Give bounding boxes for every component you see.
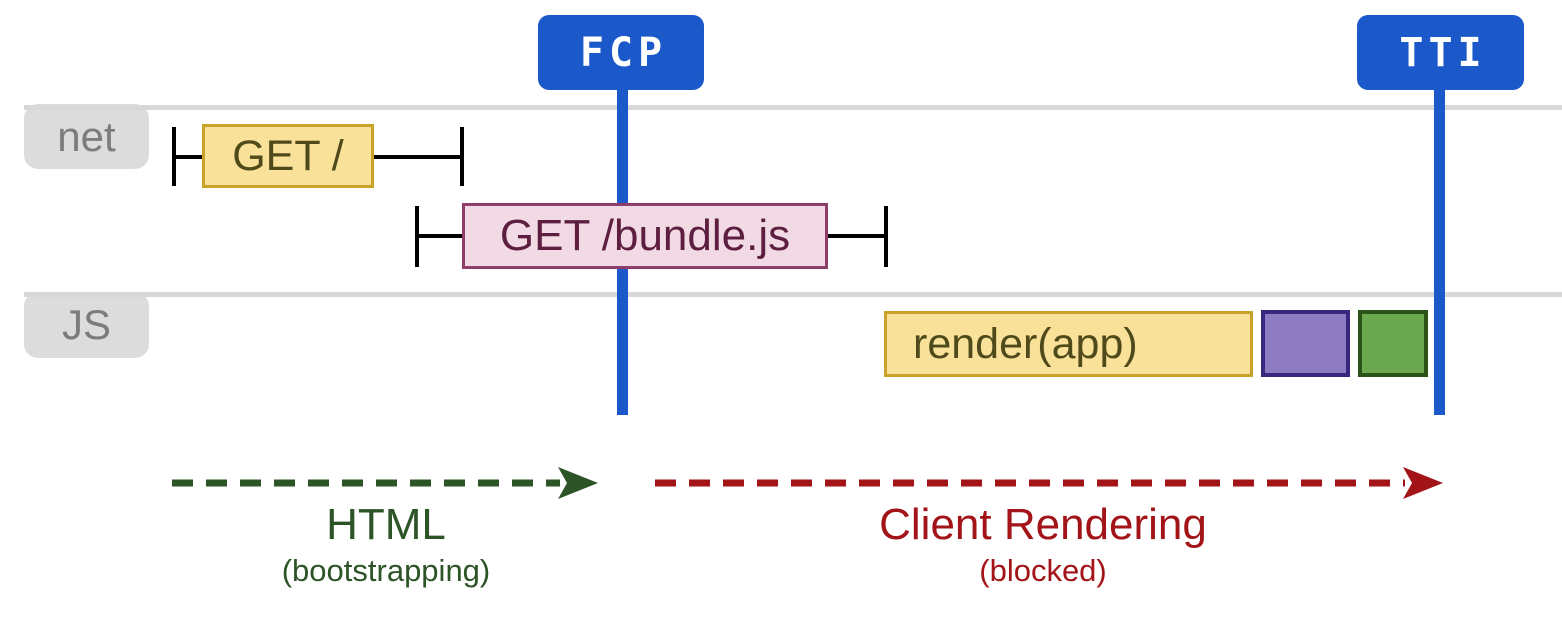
js-task-render-app: render(app)	[884, 311, 1253, 377]
js-task-block-green	[1358, 310, 1428, 377]
client-rendering-phase-subtitle: (blocked)	[979, 553, 1107, 589]
client-rendering-phase-title: Client Rendering	[879, 500, 1207, 549]
js-task-render-app-label: render(app)	[913, 319, 1138, 368]
net-task-get-root-label: GET /	[232, 131, 344, 180]
get-root-start-connector	[176, 155, 202, 159]
fcp-badge: FCP	[538, 15, 704, 90]
html-phase-arrowhead-icon	[558, 467, 598, 499]
tti-badge: TTI	[1357, 15, 1524, 90]
js-task-block-purple	[1261, 310, 1350, 377]
html-phase-title: HTML	[326, 500, 446, 549]
js-lane-rail	[24, 292, 1562, 297]
net-task-get-bundle-label: GET /bundle.js	[499, 211, 791, 260]
js-lane-text: JS	[61, 301, 111, 348]
net-task-get-root: GET /	[202, 124, 374, 188]
client-rendering-phase-label: Client Rendering (blocked)	[793, 500, 1293, 589]
tti-marker-line	[1434, 90, 1445, 415]
tti-badge-label: TTI	[1399, 29, 1487, 76]
net-lane-text: net	[57, 112, 116, 160]
get-bundle-start-connector	[419, 234, 462, 238]
get-bundle-start-tick	[415, 206, 419, 267]
get-root-end-tick	[460, 127, 464, 186]
html-phase-subtitle: (bootstrapping)	[281, 553, 491, 589]
get-bundle-end-tick	[884, 206, 888, 267]
lane-label-js: JS	[24, 292, 149, 358]
get-root-end-connector	[374, 155, 460, 159]
get-bundle-end-connector	[828, 234, 884, 238]
get-root-start-tick	[172, 127, 176, 186]
net-task-get-bundle: GET /bundle.js	[462, 203, 828, 269]
fcp-badge-label: FCP	[579, 29, 668, 76]
net-lane-rail	[24, 105, 1562, 110]
lane-label-net: net	[24, 104, 149, 169]
html-phase-label: HTML (bootstrapping)	[186, 500, 586, 589]
client-rendering-phase-arrowhead-icon	[1403, 467, 1443, 499]
